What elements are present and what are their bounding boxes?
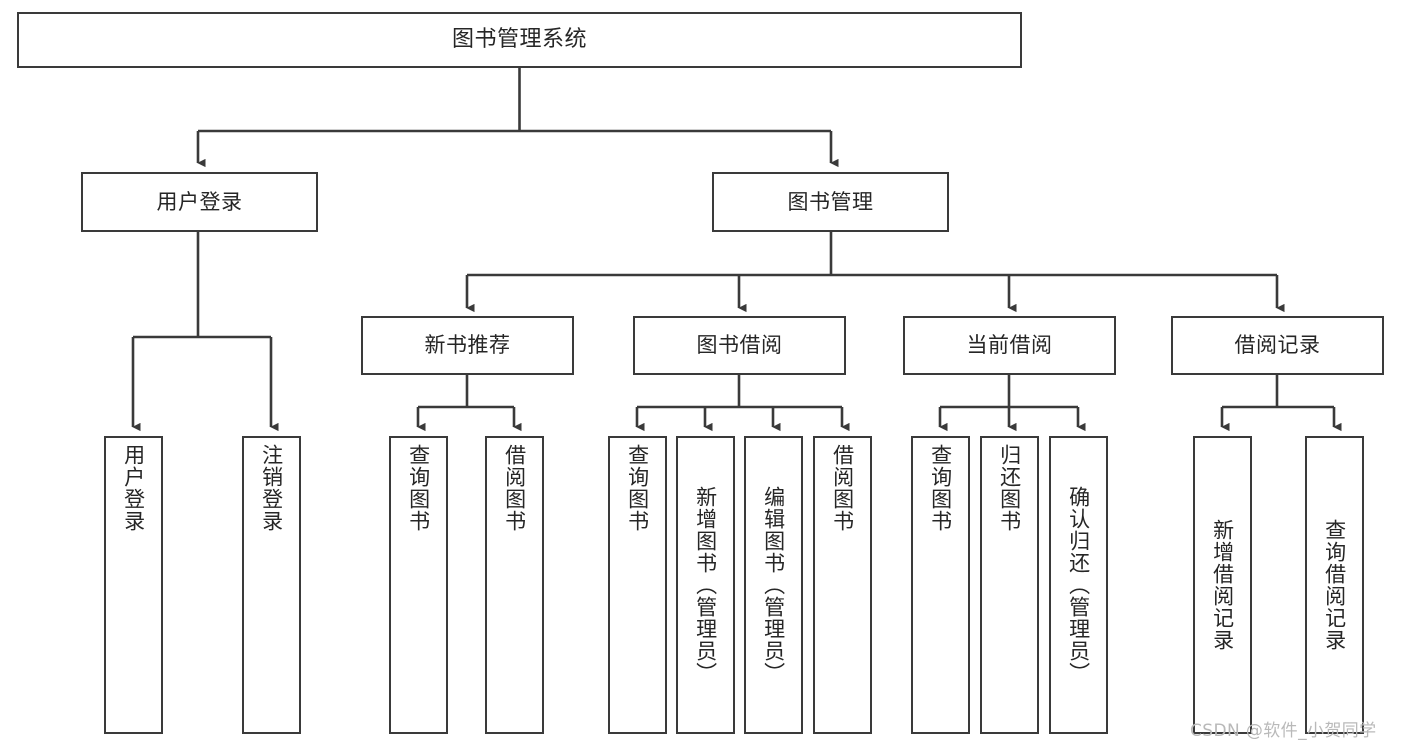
node-label: 当前借阅 xyxy=(966,333,1053,358)
node-root-book-management-system[interactable]: 图书管理系统 xyxy=(17,12,1022,68)
leaf-add-book-admin[interactable]: 新增图书（管理员） xyxy=(676,436,735,734)
leaf-query-books-new-recommendation[interactable]: 查询图书 xyxy=(389,436,448,734)
node-book-borrowing[interactable]: 图书借阅 xyxy=(633,316,846,375)
leaf-query-borrowing-record[interactable]: 查询借阅记录 xyxy=(1305,436,1364,734)
node-label: 查询借阅记录 xyxy=(1322,519,1347,651)
node-label: 编辑图书（管理员） xyxy=(761,486,786,684)
node-label: 查询图书 xyxy=(928,444,953,532)
node-label: 用户登录 xyxy=(121,444,146,532)
leaf-borrow-books-new-recommendation[interactable]: 借阅图书 xyxy=(485,436,544,734)
node-label: 确认归还（管理员） xyxy=(1066,486,1091,684)
leaf-borrow-books[interactable]: 借阅图书 xyxy=(813,436,872,734)
node-label: 新增借阅记录 xyxy=(1210,519,1235,651)
leaf-return-books[interactable]: 归还图书 xyxy=(980,436,1039,734)
csdn-watermark: CSDN @软件_小贺同学 xyxy=(1190,721,1377,741)
node-label: 查询图书 xyxy=(406,444,431,532)
node-label: 注销登录 xyxy=(259,444,284,532)
node-label: 图书管理系统 xyxy=(451,27,587,53)
node-user-login[interactable]: 用户登录 xyxy=(81,172,318,232)
node-label: 图书管理 xyxy=(787,189,874,214)
node-label: 借阅记录 xyxy=(1234,333,1321,358)
node-label: 新增图书（管理员） xyxy=(693,486,718,684)
leaf-logout[interactable]: 注销登录 xyxy=(242,436,301,734)
leaf-query-books-borrowing[interactable]: 查询图书 xyxy=(608,436,667,734)
node-label: 查询图书 xyxy=(625,444,650,532)
node-label: 借阅图书 xyxy=(502,444,527,532)
leaf-edit-book-admin[interactable]: 编辑图书（管理员） xyxy=(744,436,803,734)
node-label: 归还图书 xyxy=(997,444,1022,532)
node-current-borrowing[interactable]: 当前借阅 xyxy=(903,316,1116,375)
leaf-add-borrowing-record[interactable]: 新增借阅记录 xyxy=(1193,436,1252,734)
node-label: 借阅图书 xyxy=(830,444,855,532)
leaf-query-books-current[interactable]: 查询图书 xyxy=(911,436,970,734)
node-label: 图书借阅 xyxy=(696,333,783,358)
node-label: 用户登录 xyxy=(156,189,243,214)
node-label: 新书推荐 xyxy=(424,333,511,358)
node-book-management[interactable]: 图书管理 xyxy=(712,172,949,232)
leaf-confirm-return-admin[interactable]: 确认归还（管理员） xyxy=(1049,436,1108,734)
node-borrowing-records[interactable]: 借阅记录 xyxy=(1171,316,1384,375)
leaf-user-login[interactable]: 用户登录 xyxy=(104,436,163,734)
node-new-book-recommendation[interactable]: 新书推荐 xyxy=(361,316,574,375)
